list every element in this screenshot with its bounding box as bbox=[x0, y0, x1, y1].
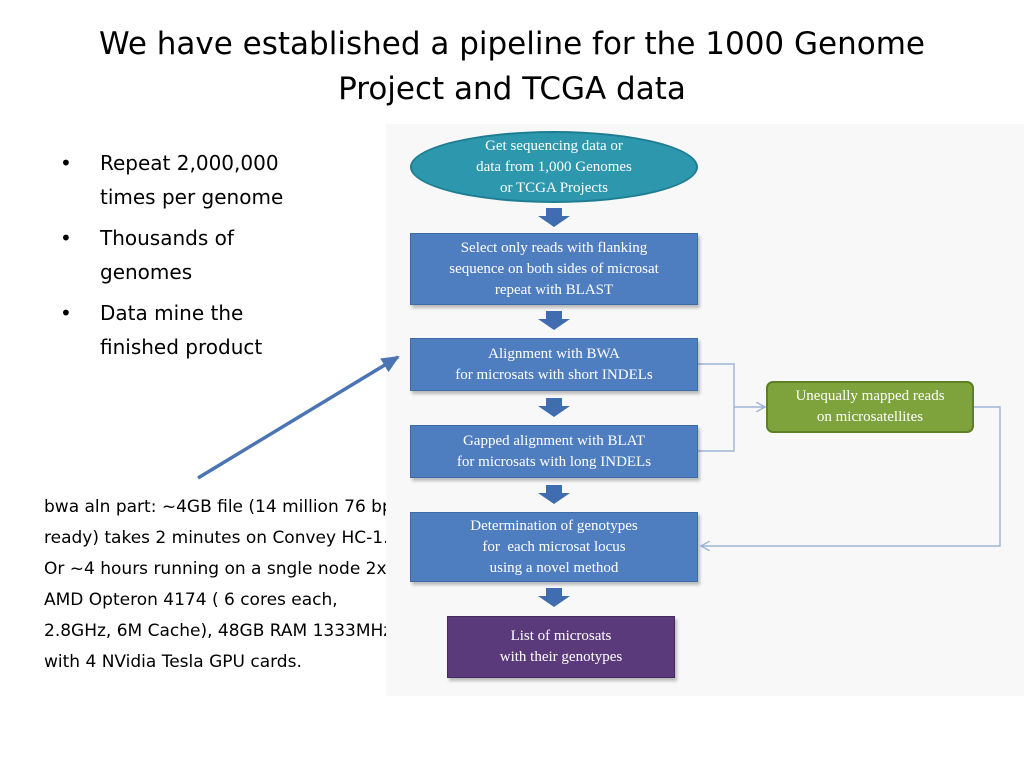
connector-line bbox=[698, 407, 735, 452]
slide-title: We have established a pipeline for the 1… bbox=[40, 22, 984, 112]
box-text: List of microsats bbox=[510, 628, 612, 644]
box-text: for each microsat locus bbox=[482, 538, 626, 555]
title-line: We have established a pipeline for the 1… bbox=[99, 26, 925, 62]
connector-line bbox=[702, 406, 1001, 546]
bullet-text: Thousands of bbox=[100, 226, 234, 250]
bullet-text: finished product bbox=[100, 335, 263, 359]
start-oval: Get sequencing data or data from 1,000 G… bbox=[410, 131, 698, 203]
box-text: Gapped alignment with BLAT bbox=[462, 432, 646, 449]
step-blat-alignment: Gapped alignment with BLAT for microsats… bbox=[410, 425, 698, 478]
bullet-text: genomes bbox=[100, 260, 193, 284]
box-text: with their genotypes bbox=[499, 649, 623, 665]
bullet-item: Data mine the finished product bbox=[58, 296, 328, 364]
box-text: Select only reads with flanking bbox=[460, 239, 648, 256]
title-line: Project and TCGA data bbox=[338, 71, 686, 107]
bullet-list: Repeat 2,000,000 times per genome Thousa… bbox=[58, 146, 328, 371]
side-unequal-reads: Unequally mapped reads on microsatellite… bbox=[766, 381, 974, 433]
down-arrow-icon bbox=[538, 208, 570, 227]
box-text: Get sequencing data or bbox=[485, 137, 623, 154]
pointer-arrow-icon bbox=[197, 355, 400, 480]
box-text: for microsats with long INDELs bbox=[456, 453, 652, 470]
down-arrow-icon bbox=[538, 485, 570, 504]
box-text: sequence on both sides of microsat bbox=[449, 260, 659, 277]
down-arrow-icon bbox=[538, 311, 570, 330]
bullet-text: times per genome bbox=[100, 185, 284, 209]
end-genotype-list: List of microsats with their genotypes bbox=[447, 616, 675, 678]
bullet-text: Repeat 2,000,000 bbox=[100, 151, 279, 175]
box-text: Determination of genotypes bbox=[470, 517, 638, 534]
box-text: using a novel method bbox=[489, 559, 619, 576]
box-text: data from 1,000 Genomes bbox=[476, 158, 632, 175]
bullet-item: Repeat 2,000,000 times per genome bbox=[58, 146, 328, 214]
box-text: on microsatellites bbox=[816, 409, 924, 425]
benchmark-note: bwa aln part: ~4GB file (14 million 76 b… bbox=[44, 497, 398, 672]
step-select-reads: Select only reads with flanking sequence… bbox=[410, 233, 698, 305]
box-text: or TCGA Projects bbox=[499, 179, 609, 196]
down-arrow-icon bbox=[538, 398, 570, 417]
bullet-item: Thousands of genomes bbox=[58, 221, 328, 289]
connector-line bbox=[698, 363, 764, 407]
step-genotype-determination: Determination of genotypes for each micr… bbox=[410, 512, 698, 582]
box-text: Alignment with BWA bbox=[488, 345, 620, 362]
step-bwa-alignment: Alignment with BWA for microsats with sh… bbox=[410, 338, 698, 391]
box-text: repeat with BLAST bbox=[494, 281, 614, 298]
down-arrow-icon bbox=[538, 588, 570, 607]
bullet-text: Data mine the bbox=[100, 301, 244, 325]
box-text: for microsats with short INDELs bbox=[455, 366, 653, 383]
box-text: Unequally mapped reads bbox=[795, 388, 945, 404]
